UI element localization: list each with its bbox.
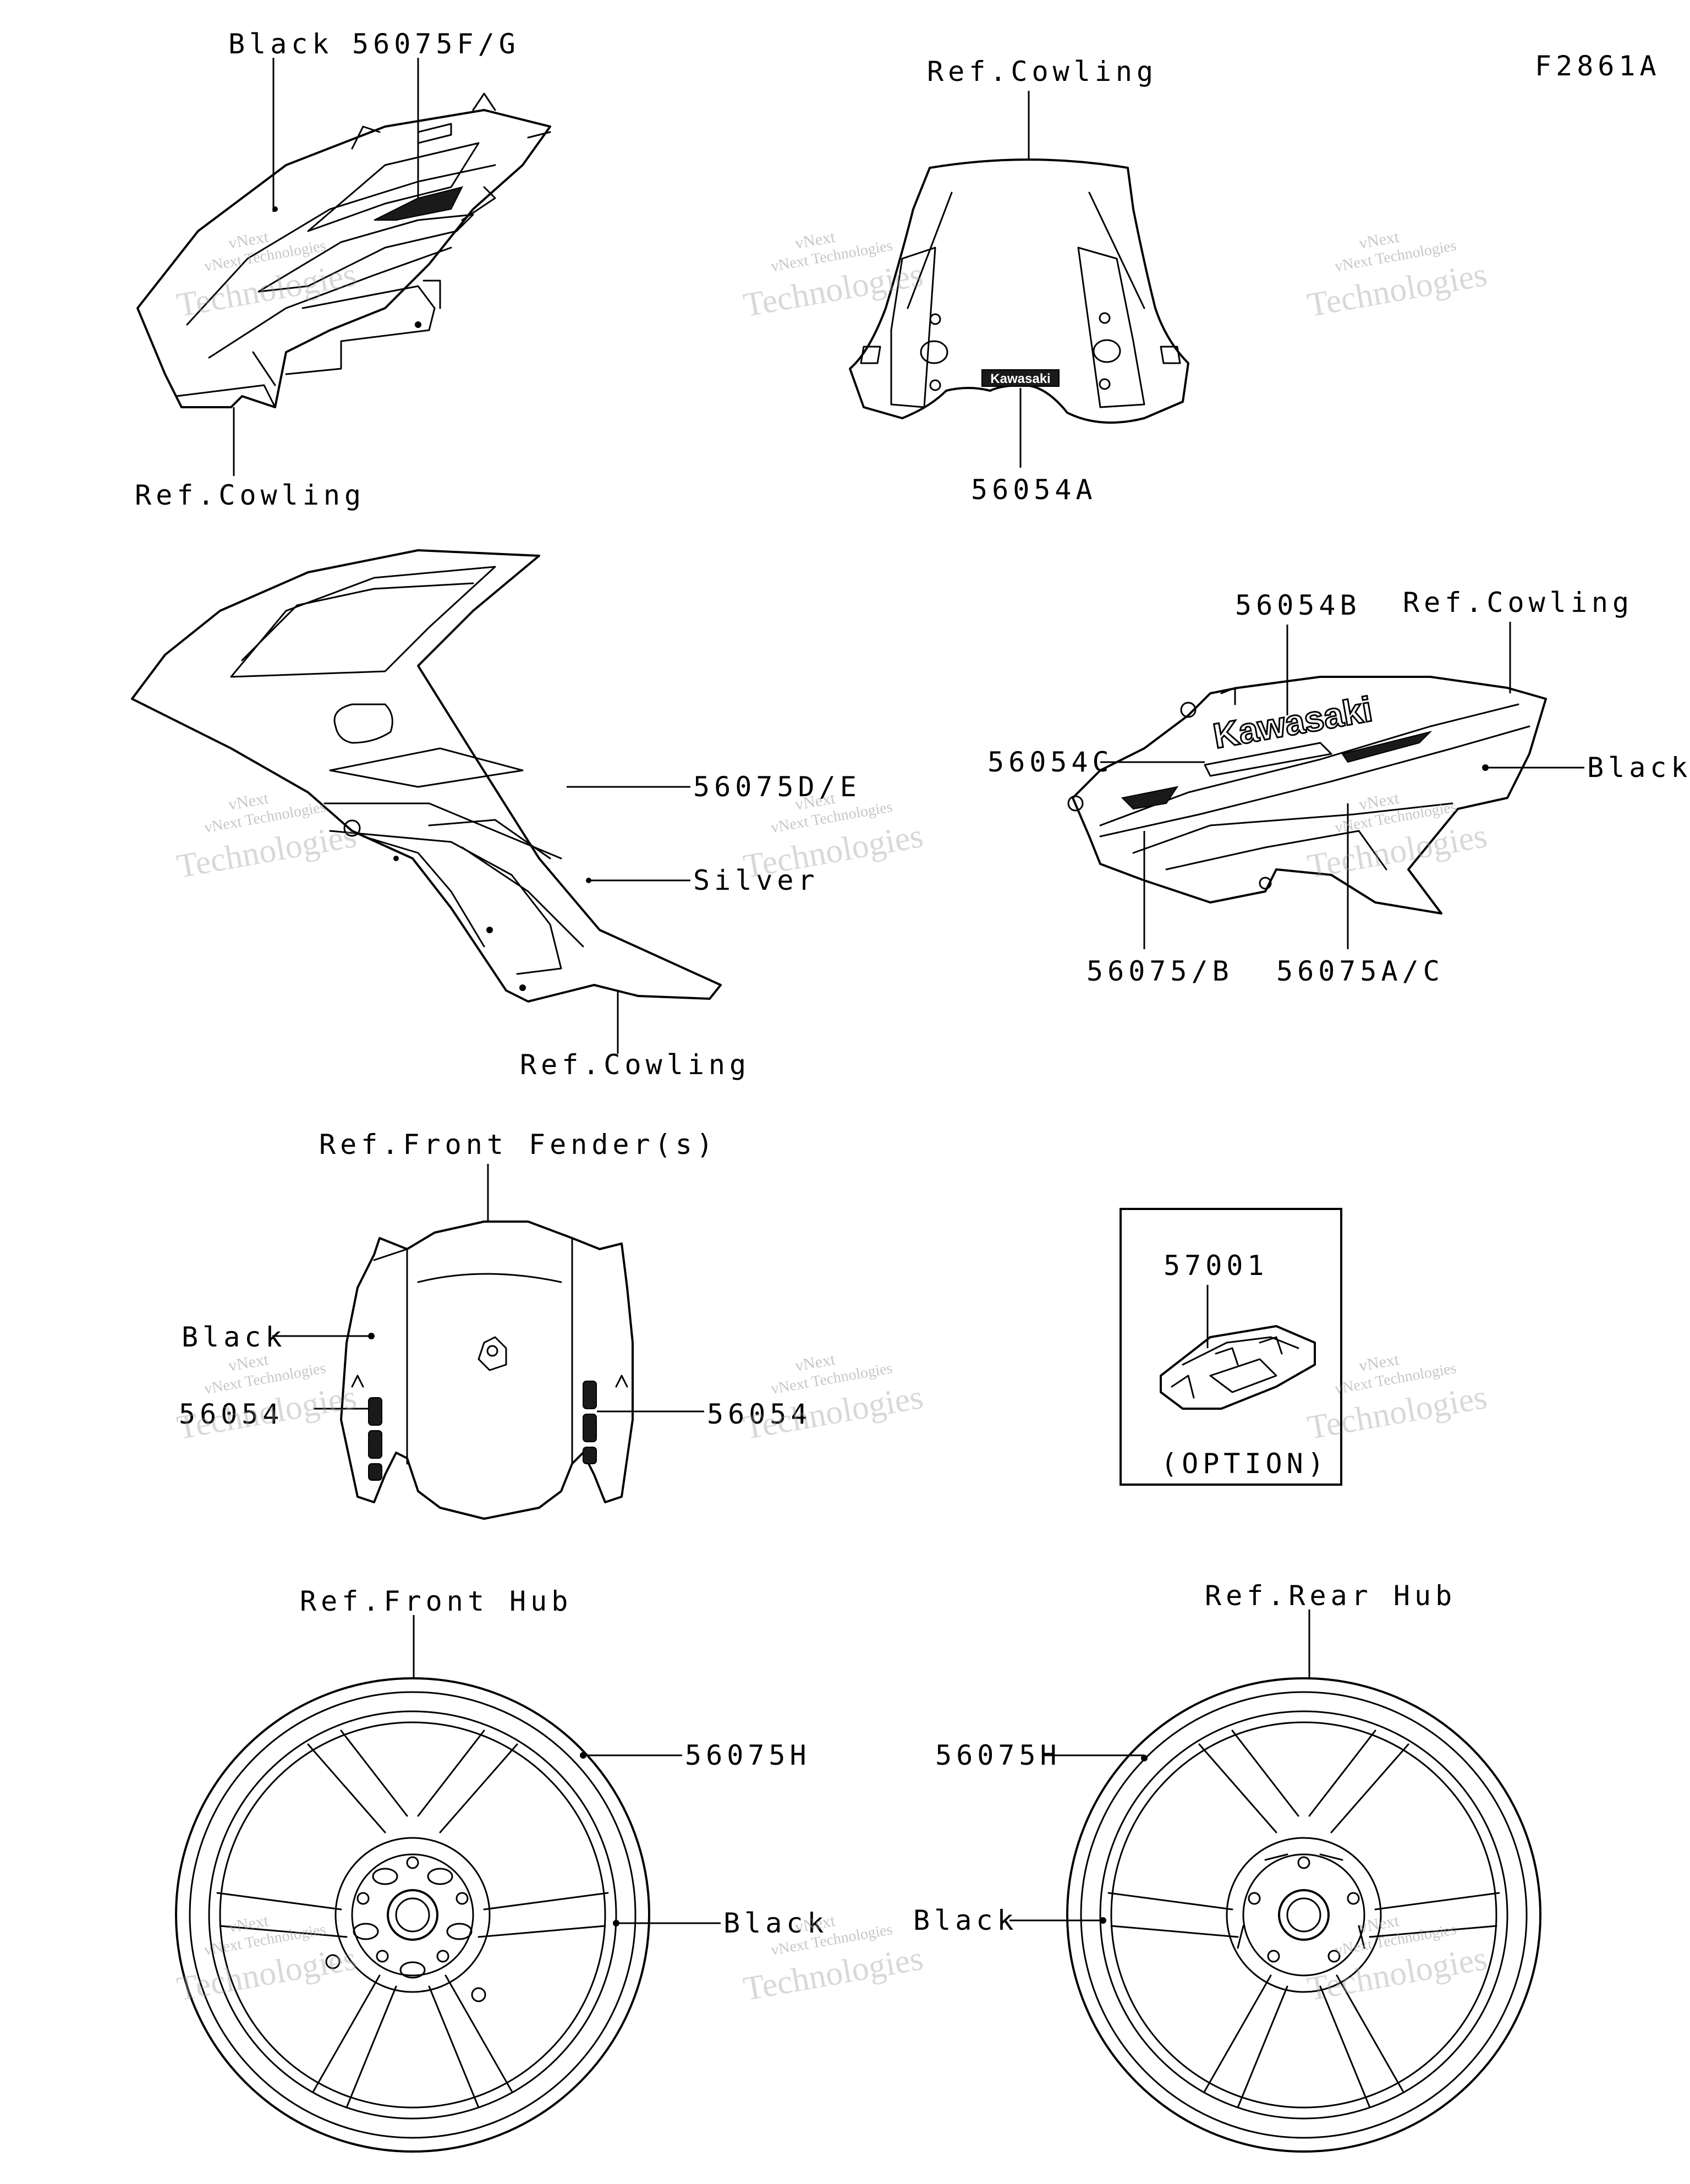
rear-wheel-drawing: [1066, 1677, 1541, 2153]
upper-cowl-drawing: [136, 92, 551, 408]
left-side-cowl-drawing: [131, 549, 722, 1003]
label-rear-wheel-part[interactable]: 56075H: [935, 1739, 1061, 1771]
right-side-cowl-drawing: Kawasaki: [1067, 676, 1547, 915]
label-windshield-ref[interactable]: Ref.Cowling: [927, 56, 1158, 87]
label-windshield-part[interactable]: 56054A: [971, 474, 1097, 506]
figure-code: F2861A: [1535, 50, 1661, 82]
label-right-cowl-ref[interactable]: Ref.Cowling: [1403, 587, 1634, 618]
label-rear-wheel-black: Black: [913, 1904, 1018, 1936]
label-left-cowl-ref[interactable]: Ref.Cowling: [520, 1049, 751, 1081]
label-front-wheel-part[interactable]: 56075H: [685, 1739, 811, 1771]
label-fender-part-left[interactable]: 56054: [179, 1398, 284, 1430]
label-right-cowl-part-75ac[interactable]: 56075A/C: [1276, 955, 1444, 987]
label-right-cowl-part-c[interactable]: 56054C: [987, 746, 1113, 778]
label-option-note: (OPTION): [1161, 1448, 1329, 1480]
label-upper-cowl-part[interactable]: 56075F/G: [352, 28, 520, 60]
label-upper-cowl-black: Black: [228, 28, 333, 60]
label-upper-cowl-ref[interactable]: Ref.Cowling: [135, 479, 366, 511]
label-rear-wheel-ref[interactable]: Ref.Rear Hub: [1205, 1580, 1457, 1612]
front-wheel-drawing: [175, 1677, 650, 2153]
windshield-logo-decal: Kawasaki: [990, 371, 1050, 386]
label-front-wheel-black: Black: [723, 1907, 828, 1939]
label-fender-part-right[interactable]: 56054: [707, 1398, 812, 1430]
label-right-cowl-black: Black: [1587, 752, 1690, 784]
label-right-cowl-part-b[interactable]: 56054B: [1235, 589, 1361, 621]
label-left-cowl-part[interactable]: 56075D/E: [693, 771, 861, 803]
label-option-part[interactable]: 57001: [1164, 1250, 1269, 1282]
label-front-wheel-ref[interactable]: Ref.Front Hub: [300, 1585, 573, 1617]
option-part-box: [1120, 1208, 1342, 1486]
windshield-drawing: Kawasaki: [849, 158, 1189, 424]
option-part-drawing: [1160, 1325, 1316, 1410]
label-fender-ref[interactable]: Ref.Front Fender(s): [319, 1129, 717, 1161]
label-right-cowl-part-75b[interactable]: 56075/B: [1087, 955, 1233, 987]
label-fender-black: Black: [182, 1321, 287, 1353]
front-fender-drawing: [340, 1220, 634, 1520]
label-left-cowl-silver: Silver: [693, 864, 819, 896]
